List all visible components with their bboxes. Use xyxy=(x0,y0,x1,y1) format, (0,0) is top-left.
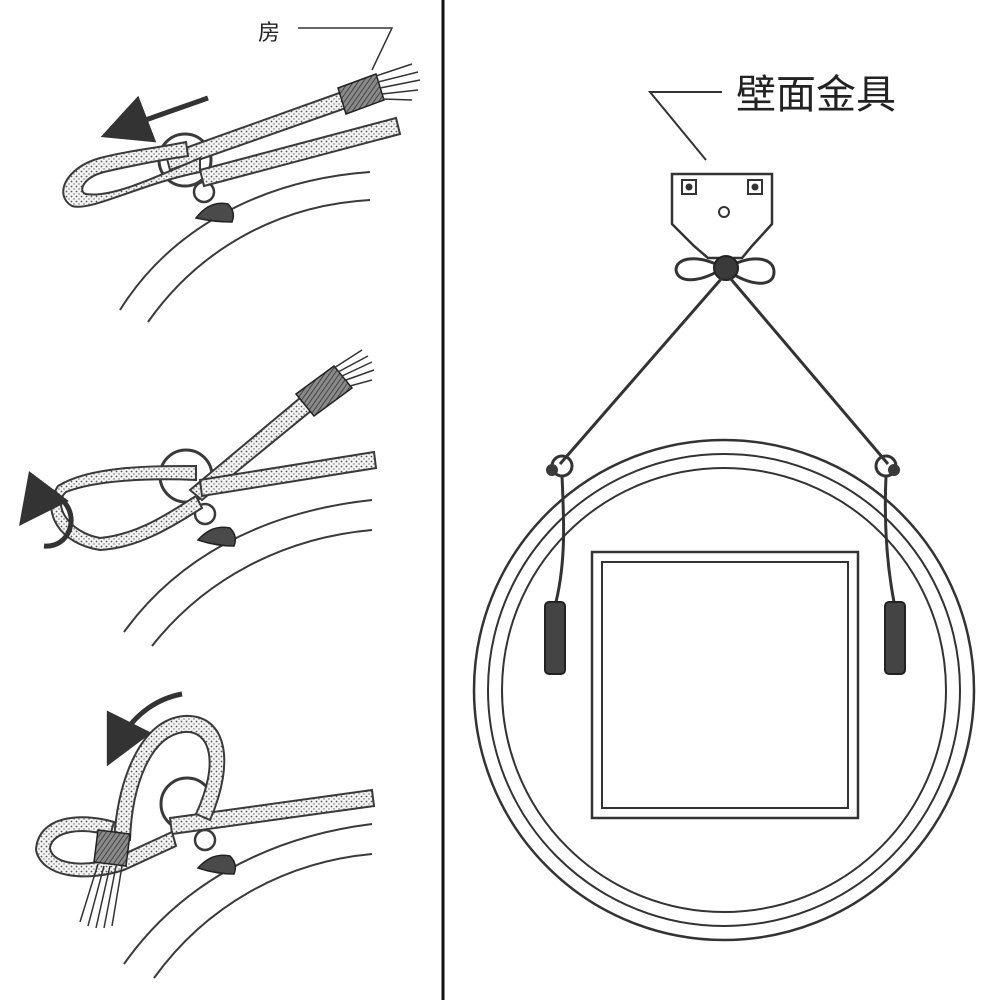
rotation-arrow xyxy=(18,470,74,549)
tassel-threads xyxy=(79,863,123,929)
tassel-leader-line xyxy=(298,27,394,71)
rope-loop xyxy=(62,140,201,208)
step-2 xyxy=(18,349,378,647)
rope-strand-lower xyxy=(198,450,378,498)
bracket-hole-icon xyxy=(718,206,730,218)
tassel-cord-left xyxy=(554,475,566,603)
hanging-view: 壁面金具 xyxy=(472,72,976,942)
tassel-cap xyxy=(337,73,385,115)
cord-bow-right xyxy=(729,257,776,285)
frame-arc-inner xyxy=(153,853,373,979)
step-1: 房 xyxy=(62,21,421,323)
knot-left xyxy=(546,464,558,476)
motion-arrow-3 xyxy=(106,691,183,767)
bracket-leader-line xyxy=(647,91,722,161)
square-inset-outer xyxy=(590,550,860,820)
frame-outer xyxy=(472,438,976,942)
small-ring xyxy=(193,502,217,526)
motion-arrow-1 xyxy=(100,95,209,143)
cord-bow-left xyxy=(674,257,721,282)
tassel-left xyxy=(544,601,566,675)
rope-loop xyxy=(50,464,204,552)
screw-hole-icon xyxy=(751,183,759,191)
cord-left xyxy=(558,277,724,465)
frame-middle xyxy=(487,453,961,927)
tassel-cap xyxy=(294,364,354,418)
cord-right xyxy=(728,277,890,465)
frame-arc-inner xyxy=(151,529,373,647)
step-3 xyxy=(34,691,376,979)
knot-right xyxy=(888,464,900,476)
square-inset-inner xyxy=(601,561,849,809)
tassel-label: 房 xyxy=(258,21,280,46)
wall-bracket-label: 壁面金具 xyxy=(736,72,896,118)
tassel-threads xyxy=(375,63,421,101)
tassel-right xyxy=(884,601,906,675)
mount-base xyxy=(196,526,237,547)
frame-inner xyxy=(501,467,947,913)
mount-base xyxy=(196,854,237,875)
rope-strand-lower xyxy=(198,116,402,188)
mount-base xyxy=(194,202,235,223)
frame-arc-outer xyxy=(119,171,371,311)
tassel-threads xyxy=(333,349,375,387)
rope-left-loop xyxy=(34,816,178,878)
cord-knot xyxy=(713,255,739,281)
tassel-cap xyxy=(93,829,131,867)
frame-arc-inner xyxy=(147,199,371,323)
tassel-cord-right xyxy=(883,475,896,603)
screw-hole-icon xyxy=(685,183,693,191)
small-ring xyxy=(193,828,217,852)
